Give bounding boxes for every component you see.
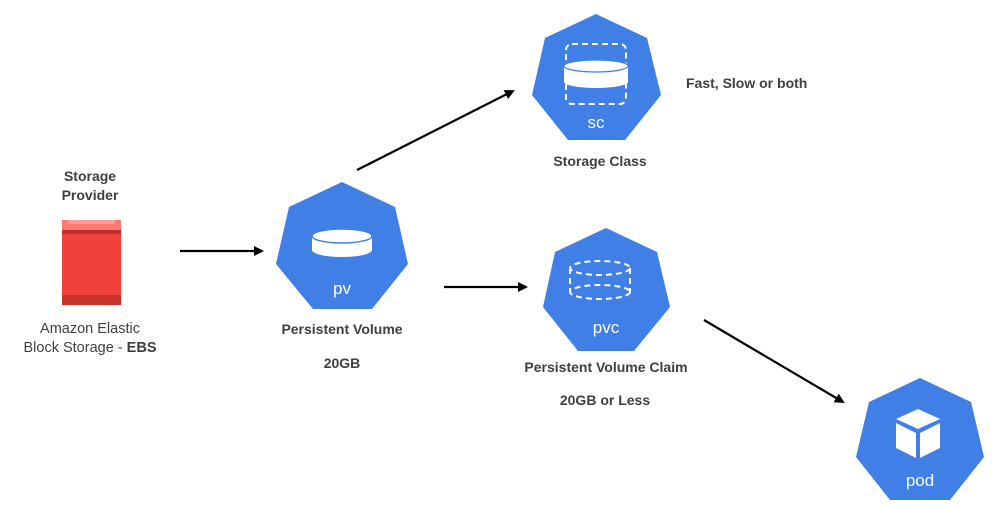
pvc-label: Persistent Volume Claim — [524, 359, 688, 375]
provider-desc-prefix: Block Storage - — [23, 340, 127, 356]
pvc-icon: pvc — [543, 228, 670, 351]
pod-icon: pod — [856, 378, 984, 500]
arrow-pvc-to-pod — [703, 319, 845, 404]
storage-class-icon: sc — [532, 14, 661, 140]
sc-note: Fast, Slow or both — [686, 75, 808, 91]
pv-size: 20GB — [323, 355, 361, 371]
provider-desc-line1: Amazon Elastic — [40, 321, 140, 337]
arrow-pv-to-sc — [356, 90, 515, 171]
sc-icon-text: sc — [588, 113, 606, 132]
sc-label: Storage Class — [553, 153, 647, 169]
ebs-storage-icon — [62, 220, 121, 305]
pv-label: Persistent Volume — [281, 321, 403, 337]
provider-desc-line2: Block Storage - EBS — [10, 340, 170, 356]
provider-desc-bold: EBS — [126, 340, 157, 356]
pod-icon-text: pod — [906, 471, 934, 490]
pvc-size: 20GB or Less — [559, 392, 651, 408]
pv-icon: pv — [276, 182, 408, 309]
pvc-icon-text: pvc — [593, 318, 620, 337]
provider-title-line2: Provider — [61, 187, 119, 203]
provider-title-line1: Storage — [63, 168, 117, 184]
pv-icon-text: pv — [333, 279, 351, 298]
